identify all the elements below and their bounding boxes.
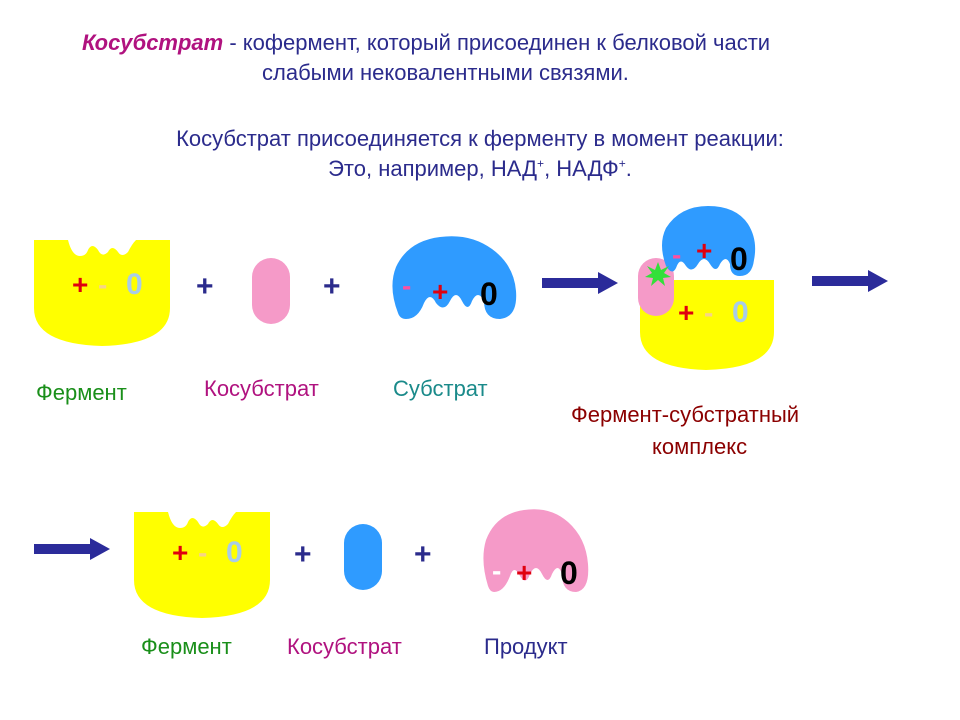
substrate-zero: 0 <box>480 276 498 312</box>
label-complex-line2: комплекс <box>652 434 748 459</box>
label-product: Продукт <box>484 634 568 659</box>
label-cosubstrate-row1: Косубстрат <box>204 376 319 401</box>
definition-line-2-text: слабыми нековалентными связями. <box>262 60 629 85</box>
enzyme1-zero: 0 <box>126 268 143 301</box>
complex-enzyme-zero: 0 <box>732 296 749 329</box>
substrate-shape-row1: - + 0 <box>392 236 517 319</box>
label-complex-line1: Фермент-субстратный <box>571 402 800 427</box>
cosubstrate-shape-row1 <box>252 258 290 324</box>
sup-2: + <box>618 156 626 171</box>
product-minus: - <box>492 555 501 586</box>
statement-mid: , НАДФ <box>544 156 619 181</box>
statement-line-2: Это, например, НАД+, НАДФ+. <box>0 156 960 182</box>
complex-enzyme-plus: + <box>678 297 694 328</box>
substrate-plus: + <box>432 276 448 307</box>
product-plus: + <box>516 557 532 588</box>
complex-substrate-plus: + <box>696 235 712 266</box>
complex-substrate-zero: 0 <box>730 241 748 277</box>
label-substrate-row1: Субстрат <box>393 376 488 401</box>
statement-prefix: Это, например, НАД <box>328 156 538 181</box>
enzyme2-zero: 0 <box>226 536 243 569</box>
enzyme-shape-row1: + - 0 <box>34 240 170 346</box>
label-enzyme-row1: Фермент <box>36 380 127 405</box>
product-zero: 0 <box>560 555 578 591</box>
binding-burst-icon <box>645 262 671 286</box>
plus-operator-1: + <box>196 270 214 303</box>
plus-operator-2: + <box>323 270 341 303</box>
label-cosubstrate-row2: Косубстрат <box>287 634 402 659</box>
product-shape: - + 0 <box>483 509 589 592</box>
label-enzyme-row2: Фермент <box>141 634 232 659</box>
sup-1: + <box>537 156 545 171</box>
reaction-arrow-3 <box>34 538 110 560</box>
plus-operator-4: + <box>414 538 432 571</box>
enzyme2-plus: + <box>172 537 188 568</box>
statement-end: . <box>625 156 632 181</box>
statement-line-1: Косубстрат присоединяется к ферменту в м… <box>176 126 784 151</box>
substrate-minus: - <box>402 270 411 301</box>
enzyme2-minus: - <box>198 537 207 568</box>
enzyme-substrate-complex: - + 0 + - 0 <box>638 206 774 370</box>
definition-rest: - кофермент, который присоединен к белко… <box>223 30 771 55</box>
enzyme-shape-row2: + - 0 <box>134 512 270 618</box>
enzyme1-minus: - <box>98 269 107 300</box>
cosubstrate-shape-row2 <box>344 524 382 590</box>
enzyme1-plus: + <box>72 269 88 300</box>
complex-substrate-minus: - <box>672 239 681 270</box>
reaction-arrow-1 <box>542 272 618 294</box>
complex-enzyme-minus: - <box>704 297 713 328</box>
definition-term: Косубстрат <box>82 30 224 55</box>
plus-operator-3: + <box>294 538 312 571</box>
reaction-arrow-2 <box>812 270 888 292</box>
